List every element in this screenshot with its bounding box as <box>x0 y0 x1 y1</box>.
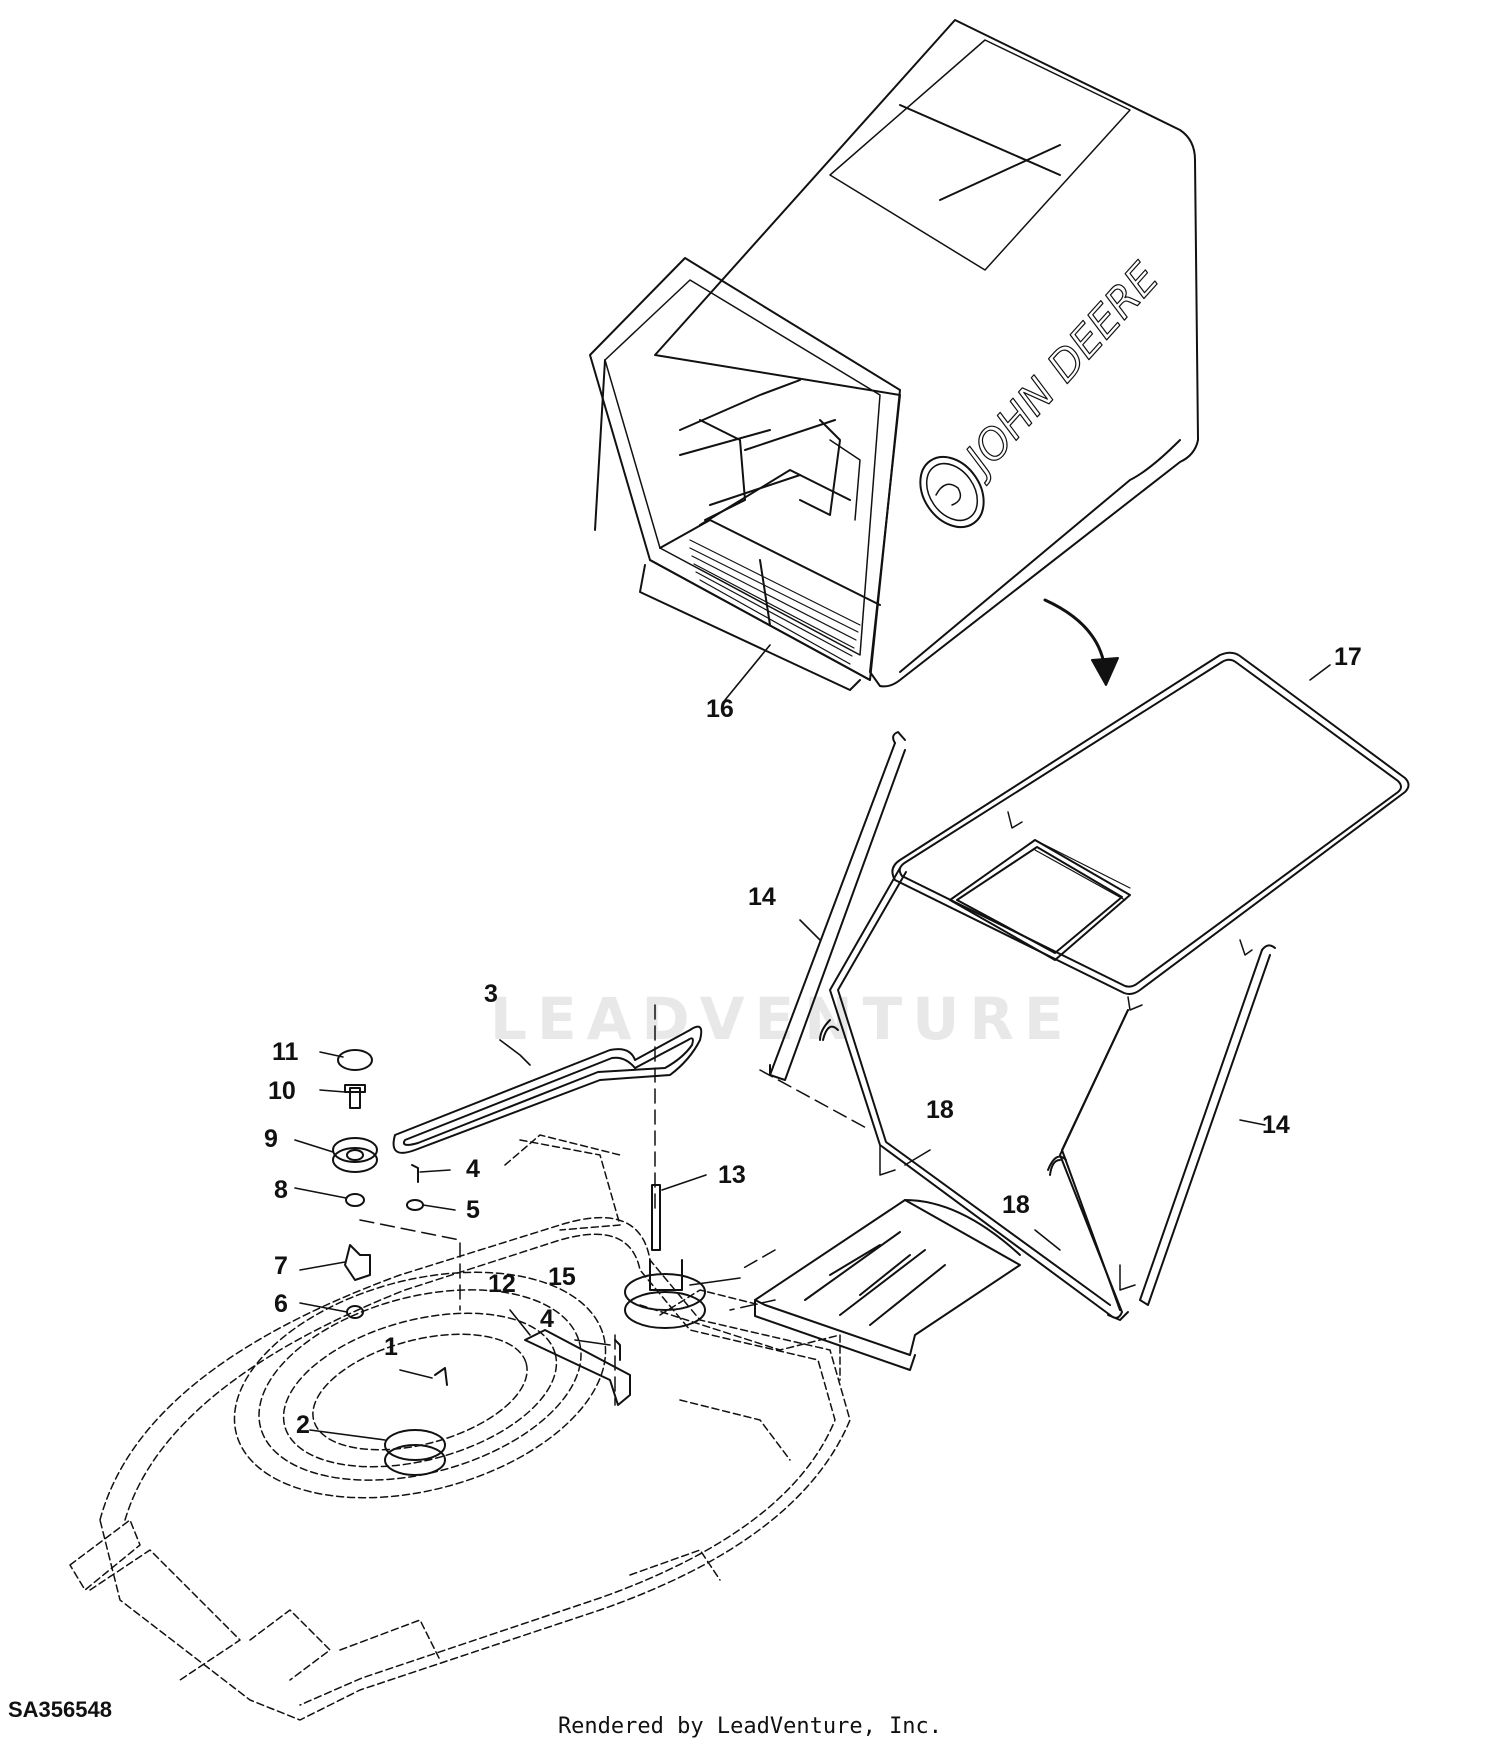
callout-12: 12 <box>488 1270 516 1298</box>
leader-lines <box>294 644 1331 1441</box>
shaft <box>651 1184 661 1251</box>
callout-18-lower: 18 <box>1002 1191 1030 1219</box>
idler-arm <box>344 1244 371 1281</box>
bracket <box>524 1329 631 1406</box>
curved-arrow-icon <box>1043 598 1119 686</box>
brand-text: JOHN DEERE <box>951 253 1168 487</box>
callout-16: 16 <box>706 695 734 723</box>
footer-text: Rendered by LeadVenture, Inc. <box>557 1714 943 1739</box>
callout-4-lower: 4 <box>540 1305 554 1333</box>
screw <box>411 1164 419 1183</box>
callout-6: 6 <box>274 1290 288 1318</box>
callout-4-upper: 4 <box>466 1155 480 1183</box>
screw-lower <box>614 1339 621 1361</box>
washer <box>406 1199 424 1211</box>
assembly-lines <box>359 1004 871 1406</box>
callout-9: 9 <box>264 1125 278 1153</box>
drive-pulley <box>624 1259 706 1329</box>
callout-3: 3 <box>484 980 498 1008</box>
callout-14-left: 14 <box>748 883 776 911</box>
spacer <box>345 1193 365 1207</box>
callout-15: 15 <box>548 1263 576 1291</box>
callout-10: 10 <box>268 1077 296 1105</box>
callout-17: 17 <box>1334 643 1362 671</box>
callout-1: 1 <box>384 1333 398 1361</box>
callout-13: 13 <box>718 1161 746 1189</box>
idler-pulley <box>332 1137 378 1173</box>
cap <box>337 1049 373 1071</box>
bag-frame-top <box>891 651 1410 1011</box>
bag-chute <box>754 1199 1021 1371</box>
bag-frame-sides <box>819 867 1136 1321</box>
leadventure-watermark: LEADVENTURE <box>490 985 1074 1053</box>
bolt <box>344 1084 366 1109</box>
callout-18-upper: 18 <box>926 1096 954 1124</box>
callout-2: 2 <box>296 1411 310 1439</box>
wire-rods <box>769 731 1276 1306</box>
mower-deck <box>69 1134 851 1721</box>
callout-7: 7 <box>274 1252 288 1280</box>
callout-14-right: 14 <box>1262 1111 1290 1139</box>
drive-belt <box>392 1025 703 1154</box>
diagram-code: SA356548 <box>8 1697 112 1722</box>
grass-bag <box>589 19 1199 691</box>
callout-8: 8 <box>274 1176 288 1204</box>
callout-11: 11 <box>272 1038 299 1066</box>
blade-pulley <box>384 1429 446 1476</box>
callout-5: 5 <box>466 1196 480 1224</box>
key <box>434 1367 448 1386</box>
